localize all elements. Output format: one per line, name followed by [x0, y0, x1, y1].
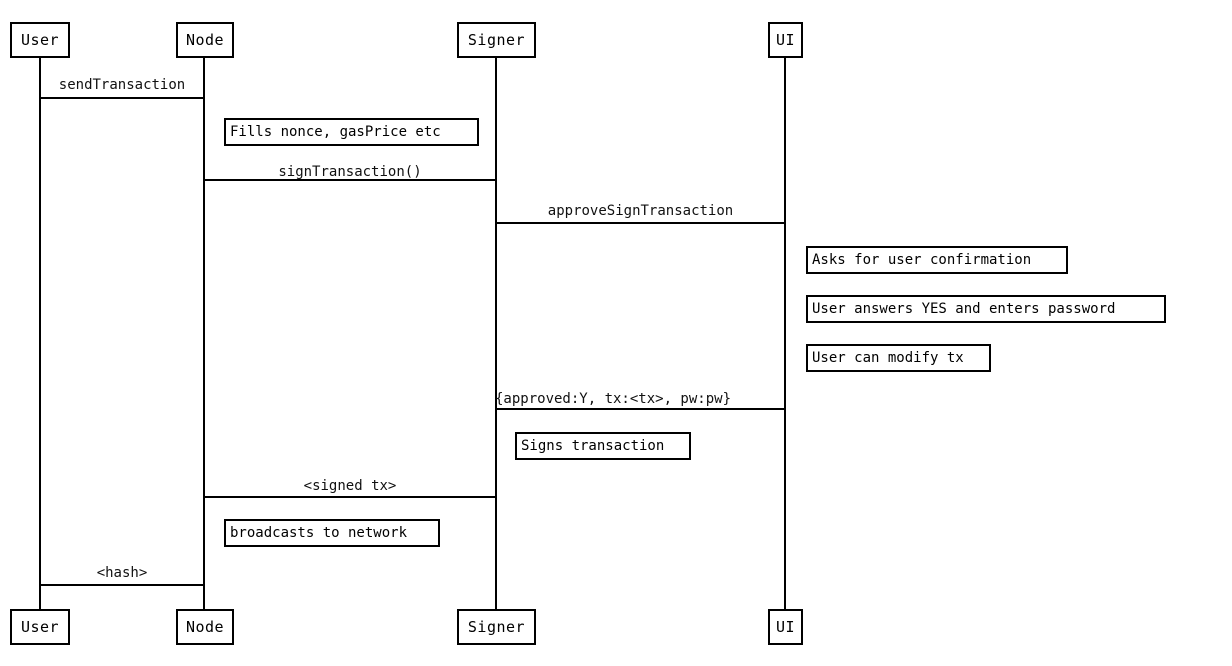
note-text: Asks for user confirmation [812, 252, 1032, 268]
lifeline-signer [495, 58, 497, 609]
message-label-approve-sign-transaction: approveSignTransaction [547, 203, 734, 219]
message-label-hash: <hash> [96, 565, 148, 581]
participant-signer-bottom[interactable]: Signer [457, 609, 536, 645]
participant-label: UI [775, 617, 796, 636]
message-label-send-transaction: sendTransaction [58, 77, 186, 93]
participant-label: Signer [467, 617, 526, 636]
participant-ui-bottom[interactable]: UI [768, 609, 803, 645]
message-line-approve-sign-transaction [495, 222, 786, 224]
note-asks-user-confirmation: Asks for user confirmation [806, 246, 1068, 274]
note-text: Fills nonce, gasPrice etc [230, 124, 441, 140]
participant-ui-top[interactable]: UI [768, 22, 803, 58]
participant-label: Node [185, 30, 225, 49]
note-fills-nonce: Fills nonce, gasPrice etc [224, 118, 479, 146]
message-label-approved-payload: {approved:Y, tx:<tx>, pw:pw} [495, 391, 732, 407]
note-user-answers-yes: User answers YES and enters password [806, 295, 1166, 323]
note-text: Signs transaction [521, 438, 665, 454]
participant-label: UI [775, 30, 796, 49]
participant-label: Node [185, 617, 225, 636]
note-text: User answers YES and enters password [812, 301, 1116, 317]
participant-user-bottom[interactable]: User [10, 609, 70, 645]
message-line-sign-transaction [203, 179, 497, 181]
participant-label: User [20, 617, 60, 636]
message-line-send-transaction [39, 97, 205, 99]
lifeline-node [203, 58, 205, 609]
note-text: User can modify tx [812, 350, 964, 366]
note-broadcasts-to-network: broadcasts to network [224, 519, 440, 547]
participant-signer-top[interactable]: Signer [457, 22, 536, 58]
message-label-signed-tx: <signed tx> [303, 478, 397, 494]
participant-label: Signer [467, 30, 526, 49]
participant-label: User [20, 30, 60, 49]
message-line-signed-tx [203, 496, 497, 498]
message-line-approved-payload [495, 408, 786, 410]
note-text: broadcasts to network [230, 525, 408, 541]
participant-node-top[interactable]: Node [176, 22, 234, 58]
participant-node-bottom[interactable]: Node [176, 609, 234, 645]
note-user-can-modify-tx: User can modify tx [806, 344, 991, 372]
note-signs-transaction: Signs transaction [515, 432, 691, 460]
message-line-hash [39, 584, 205, 586]
message-label-sign-transaction: signTransaction() [278, 164, 422, 180]
lifeline-user [39, 58, 41, 609]
lifeline-ui [784, 58, 786, 609]
participant-user-top[interactable]: User [10, 22, 70, 58]
